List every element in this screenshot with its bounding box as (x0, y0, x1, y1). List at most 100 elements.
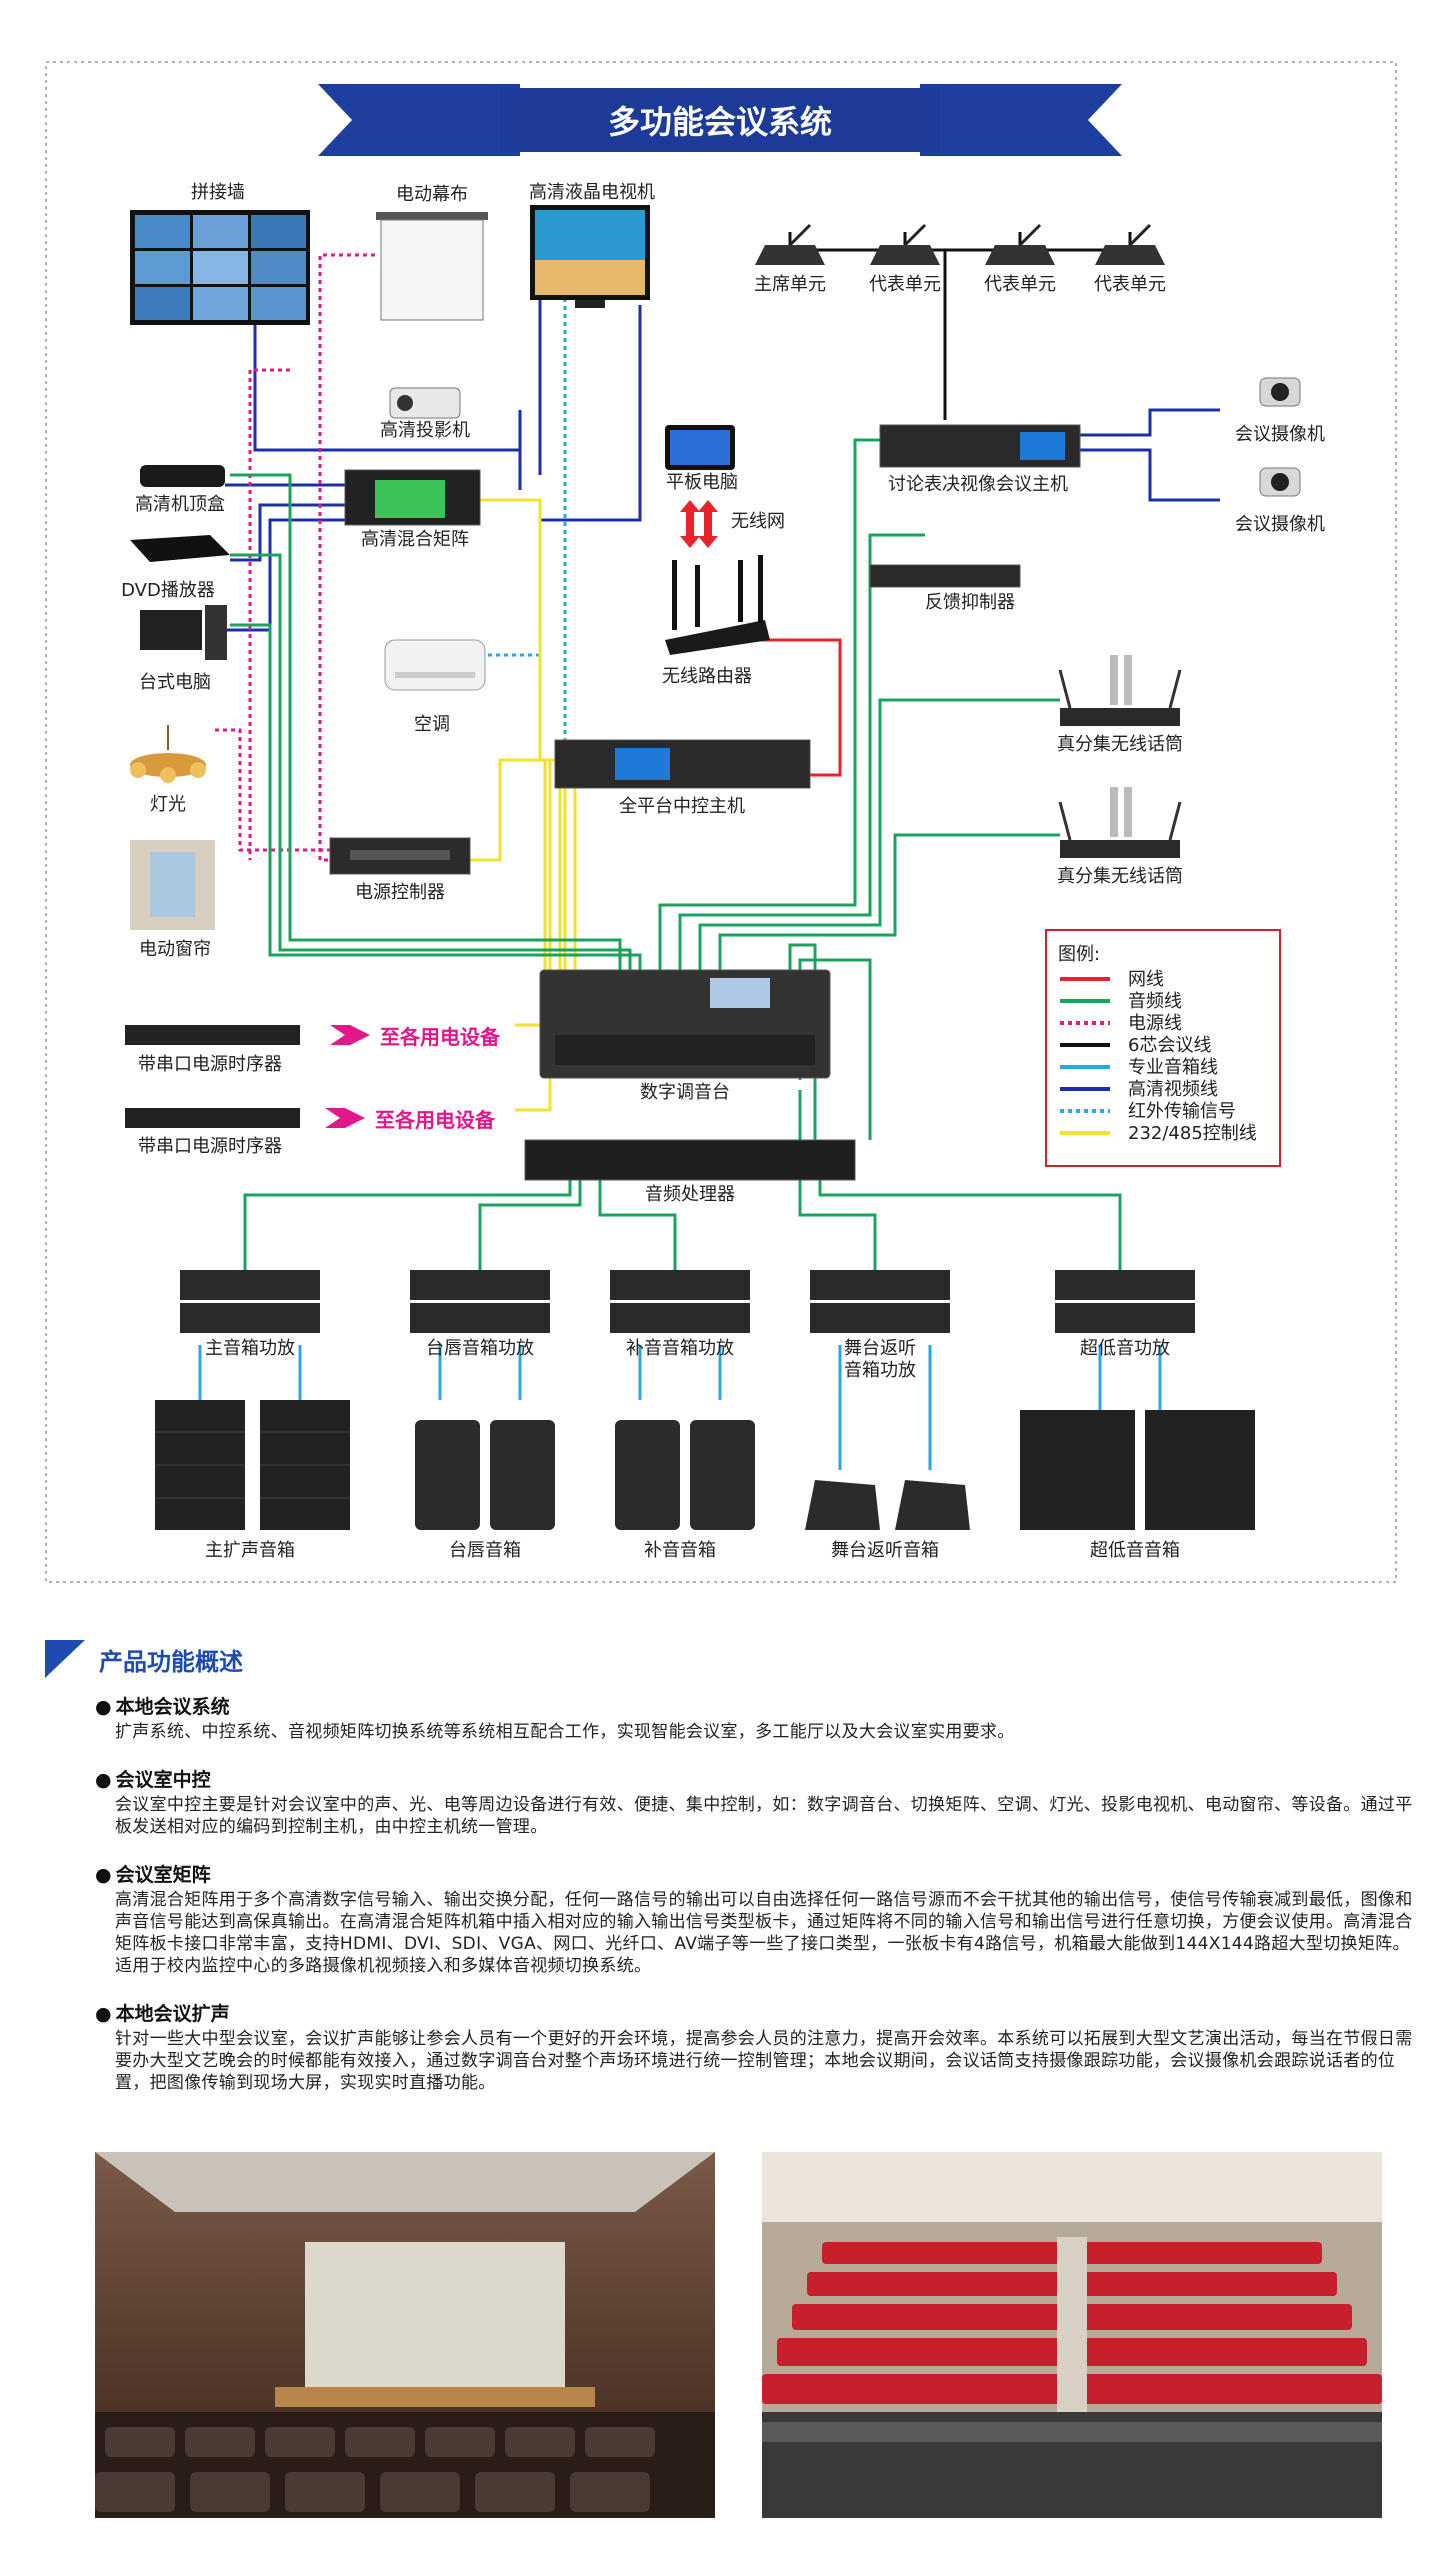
amp-sub: 超低音功放 (1055, 1270, 1195, 1359)
legend-label: 高清视频线 (1128, 1079, 1218, 1100)
router-label: 无线路由器 (662, 666, 752, 687)
hd-matrix: 高清混合矩阵 (344, 469, 481, 550)
legend-label: 232/485控制线 (1128, 1123, 1257, 1144)
dvd-label: DVD播放器 (121, 580, 215, 601)
section-header: 产品功能概述 (45, 1640, 1405, 1678)
chair-unit-label: 主席单元 (754, 274, 826, 295)
overview-item: 会议室中控 会议室中控主要是针对会议室中的声、光、电等周边设备进行有效、便捷、集… (95, 1765, 1425, 1838)
pc-label: 台式电脑 (139, 672, 211, 693)
speaker-fill: 补音音箱 (615, 1420, 755, 1561)
page-title: 多功能会议系统 (608, 103, 832, 141)
tablet-label: 平板电脑 (666, 472, 738, 493)
feedback-suppressor: 反馈抑制器 (869, 564, 1021, 613)
legend-label: 电源线 (1128, 1013, 1182, 1034)
lcd-tv-label: 高清液晶电视机 (529, 182, 655, 203)
overview-item: 会议室矩阵 高清混合矩阵用于多个高清数字信号输入、输出交换分配，任何一路信号的输… (95, 1860, 1425, 1977)
speaker-stage-lip-label: 台唇音箱 (449, 1540, 521, 1561)
projector-label: 高清投影机 (380, 420, 470, 441)
title-banner: 多功能会议系统 (318, 84, 1122, 156)
overview-item: 本地会议系统 扩声系统、中控系统、音视频矩阵切换系统等系统相互配合工作，实现智能… (95, 1692, 1425, 1743)
item-text: 会议室中控主要是针对会议室中的声、光、电等周边设备进行有效、便捷、集中控制，如：… (115, 1795, 1413, 1837)
speaker-sub-label: 超低音音箱 (1090, 1540, 1180, 1561)
lcd-tv: 高清液晶电视机 (529, 182, 655, 308)
overview-item: 本地会议扩声 针对一些大中型会议室，会议扩声能够让参会人员有一个更好的开会环境，… (95, 1999, 1425, 2094)
amp-stage-lip: 台唇音箱功放 (410, 1270, 550, 1359)
ac-label: 空调 (414, 714, 450, 735)
amp-fill-label: 补音音箱功放 (626, 1338, 734, 1359)
delegate-unit-1: 代表单元 (869, 223, 941, 295)
sequencer-label-2: 带串口电源时序器 (138, 1136, 282, 1157)
delegate-unit-label-3: 代表单元 (1094, 274, 1166, 295)
mic-label-2: 真分集无线话筒 (1057, 866, 1183, 887)
amp-monitor-label-2: 音箱功放 (844, 1360, 916, 1381)
delegate-unit-3: 代表单元 (1094, 223, 1166, 295)
processor-label: 音频处理器 (645, 1184, 735, 1205)
amp-main-label: 主音箱功放 (205, 1338, 295, 1359)
auditorium-photo-left (95, 2152, 715, 2518)
light-label: 灯光 (150, 794, 186, 815)
product-overview: 产品功能概述 本地会议系统 扩声系统、中控系统、音视频矩阵切换系统等系统相互配合… (45, 1640, 1412, 2116)
power-controller: 电源控制器 (329, 837, 471, 903)
speaker-fill-label: 补音音箱 (644, 1540, 716, 1561)
amp-stage-lip-label: 台唇音箱功放 (426, 1338, 534, 1359)
to-equipment-label-1: 至各用电设备 (380, 1025, 501, 1049)
system-diagram: 多功能会议系统 (45, 61, 1397, 1583)
delegate-unit-label-2: 代表单元 (984, 274, 1056, 295)
projector: 高清投影机 (380, 387, 470, 441)
amp-sub-label: 超低音功放 (1080, 1338, 1170, 1359)
auditorium-photo-right (762, 2152, 1382, 2518)
mixer-label: 数字调音台 (640, 1082, 730, 1103)
digital-mixer: 数字调音台 (539, 969, 831, 1103)
video-wall: 拼接墙 (130, 182, 310, 325)
speaker-monitor-label: 舞台返听音箱 (831, 1540, 939, 1561)
wifi-signal: 无线网 (680, 500, 785, 548)
projection-screen: 电动幕布 (376, 184, 488, 321)
legend-label: 红外传输信号 (1128, 1101, 1236, 1122)
central-control-host: 全平台中控主机 (554, 739, 811, 817)
conf-host-label: 讨论表决视像会议主机 (888, 474, 1068, 495)
legend-label: 网线 (1128, 969, 1164, 990)
desktop-pc: 台式电脑 (139, 605, 227, 693)
speaker-sub: 超低音音箱 (1020, 1410, 1255, 1561)
dvd-player: DVD播放器 (121, 535, 230, 601)
camera-2: 会议摄像机 (1235, 467, 1325, 535)
speaker-stage-lip: 台唇音箱 (415, 1420, 555, 1561)
conference-host: 讨论表决视像会议主机 (879, 424, 1081, 495)
amp-monitor: 舞台返听 音箱功放 (810, 1270, 950, 1381)
feedback-label: 反馈抑制器 (925, 592, 1015, 613)
legend-label: 6芯会议线 (1128, 1035, 1211, 1056)
camera-label-1: 会议摄像机 (1235, 424, 1325, 445)
item-heading: 会议室中控 (95, 1765, 1425, 1792)
power-controller-label: 电源控制器 (355, 882, 445, 903)
wireless-mic-2: 真分集无线话筒 (1057, 787, 1183, 887)
wifi-label: 无线网 (731, 511, 785, 532)
set-top-box: 高清机顶盒 (135, 465, 225, 515)
diagram-frame (45, 61, 1397, 1583)
router: 无线路由器 (662, 555, 770, 687)
mic-label-1: 真分集无线话筒 (1057, 734, 1183, 755)
legend-label: 专业音箱线 (1128, 1057, 1218, 1078)
to-equipment-label-2: 至各用电设备 (375, 1108, 496, 1132)
matrix-label: 高清混合矩阵 (361, 529, 469, 550)
set-top-box-label: 高清机顶盒 (135, 494, 225, 515)
central-host-label: 全平台中控主机 (619, 796, 745, 817)
audio-processor: 音频处理器 (524, 1139, 856, 1205)
chair-unit: 主席单元 (754, 223, 826, 295)
speaker-main: 主扩声音箱 (155, 1400, 350, 1561)
item-text: 高清混合矩阵用于多个高清数字信号输入、输出交换分配，任何一路信号的输出可以自由选… (115, 1890, 1413, 1976)
screen-label: 电动幕布 (396, 184, 468, 205)
camera-1: 会议摄像机 (1235, 377, 1325, 445)
speaker-main-label: 主扩声音箱 (205, 1540, 295, 1561)
legend-title: 图例: (1058, 944, 1100, 965)
amp-main: 主音箱功放 (180, 1270, 320, 1359)
legend: 图例: 网线音频线电源线6芯会议线专业音箱线高清视频线红外传输信号232/485… (1045, 929, 1281, 1167)
curtain-label: 电动窗帘 (139, 939, 211, 960)
section-flag-icon (45, 1640, 85, 1678)
camera-label-2: 会议摄像机 (1235, 514, 1325, 535)
section-title: 产品功能概述 (99, 1647, 243, 1676)
item-heading: 本地会议系统 (95, 1692, 1425, 1719)
amp-fill: 补音音箱功放 (610, 1270, 750, 1359)
item-text: 针对一些大中型会议室，会议扩声能够让参会人员有一个更好的开会环境，提高参会人员的… (115, 2029, 1413, 2093)
chandelier: 灯光 (130, 725, 206, 815)
tablet: 平板电脑 (665, 425, 738, 493)
